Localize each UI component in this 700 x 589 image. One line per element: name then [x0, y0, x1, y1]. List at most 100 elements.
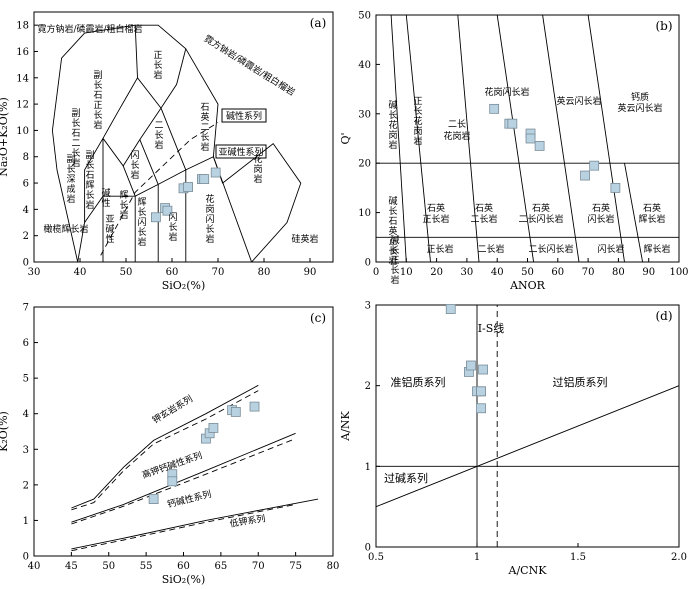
x-tick-label: 80 [612, 267, 625, 278]
x-axis-label: SiO₂(%) [162, 573, 206, 586]
high-k-boundary [71, 432, 296, 523]
char: 石 [200, 103, 209, 113]
x-tick-label: 1 [474, 552, 480, 563]
y-axis-label: A/NK [339, 410, 352, 441]
b-boundary [542, 14, 580, 263]
field-label: I-S线 [478, 321, 505, 335]
field-label: 正长岩 [153, 51, 162, 81]
b-boundary [587, 14, 625, 263]
series-label: 钾玄岩系列 [150, 393, 195, 426]
data-point [208, 423, 219, 433]
char: 岩 [137, 236, 146, 248]
char: 长 [390, 244, 399, 256]
y-axis-label: K₂O(%) [0, 411, 10, 452]
y-tick-label: 50 [358, 11, 371, 22]
char: 长 [154, 129, 163, 141]
char: 长 [71, 147, 80, 159]
plot-frame [33, 306, 334, 557]
char: 闪 [168, 212, 177, 223]
char: 岩 [130, 169, 139, 181]
field-label: 正长岩 [422, 213, 449, 225]
plot-frame [33, 11, 334, 263]
char: 正 [390, 256, 399, 266]
char: 岩 [153, 69, 162, 81]
data-point [148, 494, 159, 504]
b-boundary [390, 14, 407, 263]
char: 正 [413, 97, 422, 107]
field-label: 花岗岩 [443, 130, 470, 142]
char: 岩 [390, 274, 399, 286]
data-point [150, 212, 161, 223]
panel-label: (d) [655, 309, 672, 323]
field-label: 石英 [643, 202, 661, 214]
char: 岗 [253, 164, 262, 175]
field-label: 二长闪长岩 [528, 243, 573, 255]
char: 副 [93, 70, 102, 81]
data-point [476, 386, 486, 397]
equal-line [375, 385, 680, 508]
panel-label: (a) [310, 16, 327, 30]
field-label: 闪长岩 [168, 212, 177, 243]
char: 副 [71, 108, 80, 119]
field-label: 二长岩 [470, 213, 497, 225]
data-point [167, 476, 178, 487]
tas-line [102, 107, 162, 167]
field-label: 二长 [448, 118, 466, 130]
y-tick-label: 4 [23, 409, 29, 420]
field-label: 碱长石英正长岩 [388, 196, 397, 267]
field-label: 准铝质系列 [391, 375, 446, 389]
field-label: 花岗闪长岩 [484, 86, 529, 98]
char: 长 [85, 189, 94, 201]
char: 长 [85, 159, 94, 171]
x-tick-label: 1.5 [570, 552, 586, 563]
char: 性 [105, 233, 114, 245]
data-point [445, 304, 456, 314]
x-tick-label: 60 [177, 561, 190, 572]
data-point [199, 174, 210, 185]
char: 长 [200, 131, 209, 143]
y-tick-label: 1 [365, 462, 371, 473]
shoshonite-boundary [71, 390, 259, 511]
data-point [589, 160, 600, 171]
x-axis-label: ANOR [509, 279, 546, 292]
char: 成 [66, 183, 75, 195]
x-tick-label: 100 [669, 267, 688, 278]
char: 二 [71, 139, 80, 149]
char: 岩 [413, 135, 422, 147]
data-point [476, 403, 486, 414]
char: 正 [153, 51, 162, 61]
char: 岩 [168, 231, 177, 243]
tas-line [160, 107, 187, 171]
x-tick-label: 0 [373, 267, 379, 278]
x-tick-label: 45 [65, 561, 78, 572]
field-label: 硅英岩 [291, 233, 318, 245]
field-label: 过铝质系列 [553, 375, 608, 389]
field-label: 副长石二长岩 [71, 108, 80, 169]
char: 碱 [105, 224, 114, 235]
x-axis-label: A/CNK [508, 564, 548, 577]
x-tick-label: 70 [252, 561, 265, 572]
char: 辉 [119, 190, 128, 201]
field-label: 花岗岩 [253, 153, 262, 185]
char: 长 [66, 163, 75, 175]
char: 英 [200, 111, 209, 123]
y-tick-label: 10 [358, 208, 371, 219]
char: 岩 [119, 209, 128, 221]
data-point [230, 407, 241, 417]
field-label: 碱长正长岩 [390, 235, 399, 286]
char: 长 [71, 117, 80, 129]
panel-label: (b) [655, 19, 672, 33]
char: 长 [388, 245, 397, 257]
field-label: 霓方钠岩/磷霞岩/粗白榴岩 [37, 23, 142, 35]
y-axis-label: Na₂O+K₂O(%) [0, 97, 10, 177]
y-tick-label: 3 [365, 301, 371, 312]
legend-box [215, 144, 267, 159]
y-tick-label: 14 [16, 73, 29, 84]
tas-line [212, 142, 302, 263]
char: 花 [253, 153, 262, 165]
b-boundary [405, 14, 431, 263]
y-tick-label: 6 [23, 179, 29, 190]
